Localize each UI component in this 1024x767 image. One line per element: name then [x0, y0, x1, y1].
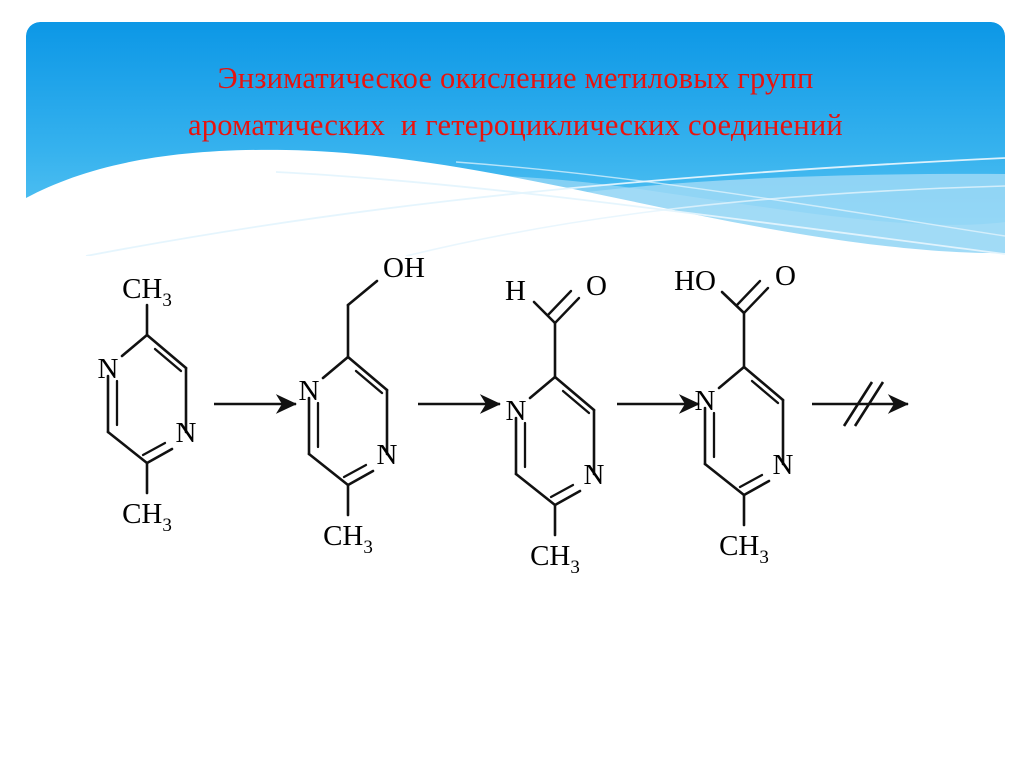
structure-1-top-methyl: CH3 [122, 273, 172, 311]
structure-4-nitrogen-right: N [773, 449, 794, 481]
structure-3 [514, 289, 596, 537]
bond-ch2-to-oh [346, 279, 379, 307]
banner-curve-a [85, 157, 1005, 256]
title-banner [26, 22, 1005, 256]
structure-3-aldehyde-hydrogen: H [505, 275, 526, 307]
bond-top-left [321, 355, 350, 380]
structure-1 [106, 303, 188, 495]
structure-4-carbonyl-oxygen: O [775, 260, 796, 292]
structure-3-nitrogen-right: N [584, 459, 605, 491]
double-bond-co-1 [742, 286, 770, 315]
double-bond-bottom [549, 483, 575, 499]
structure-3-nitrogen-left: N [506, 395, 527, 427]
double-bond-bottom [738, 473, 764, 489]
double-bond-top [750, 379, 780, 405]
bond-bottom-right [346, 469, 375, 487]
arrow-4-no-reaction [812, 381, 909, 427]
structure-2-bottom-methyl: CH3 [323, 520, 373, 558]
structure-3-aldehyde-oxygen: O [586, 270, 607, 302]
double-bond-top [354, 369, 384, 395]
structure-2-nitrogen-right: N [377, 439, 398, 471]
bond-bottom-left [307, 452, 350, 487]
double-bond-co-1 [553, 296, 581, 325]
bond-bottom-right [145, 447, 174, 465]
bond-top-left [120, 333, 149, 358]
bond-top-right [742, 365, 785, 402]
structure-2 [307, 279, 389, 517]
structure-1-nitrogen-right: N [176, 417, 197, 449]
double-bond-bottom [342, 463, 368, 479]
structure-2-hydroxyl: OH [383, 252, 425, 284]
double-bond-top [561, 389, 591, 415]
banner-curve-b [405, 185, 1005, 256]
bond-bottom-right [553, 489, 582, 507]
bond-carbonyl-to-h [532, 300, 557, 325]
structure-1-bottom-methyl: CH3 [122, 498, 172, 536]
structure-4-bottom-methyl: CH3 [719, 530, 769, 568]
bond-bottom-left [514, 472, 557, 507]
structure-4 [703, 279, 785, 527]
banner-wave-white [26, 149, 1005, 256]
bond-bottom-left [703, 462, 746, 497]
structure-3-bottom-methyl: CH3 [530, 540, 580, 578]
arrow-4-slash-2 [853, 381, 885, 427]
bond-top-right [553, 375, 596, 412]
double-bond-bottom [141, 441, 167, 457]
banner-curve-d [455, 161, 1005, 237]
banner-curve-c [275, 171, 1005, 255]
bond-bottom-right [742, 479, 771, 497]
banner-artwork [26, 22, 1005, 256]
structure-4-hydroxyl: HO [674, 265, 716, 297]
structure-2-nitrogen-left: N [299, 375, 320, 407]
structure-1-nitrogen-left: N [98, 353, 119, 385]
bond-top-left [717, 365, 746, 390]
arrow-4-slash-1 [842, 381, 874, 427]
bond-top-left [528, 375, 557, 400]
bond-bottom-left [106, 430, 149, 465]
structure-4-nitrogen-left: N [695, 385, 716, 417]
double-bond-co-2 [546, 289, 573, 317]
double-bond-top [153, 347, 183, 373]
bond-top-right [145, 333, 188, 370]
bond-top-right [346, 355, 389, 392]
bond-carboxyl-to-ho [720, 290, 746, 315]
double-bond-co-2 [735, 279, 762, 307]
